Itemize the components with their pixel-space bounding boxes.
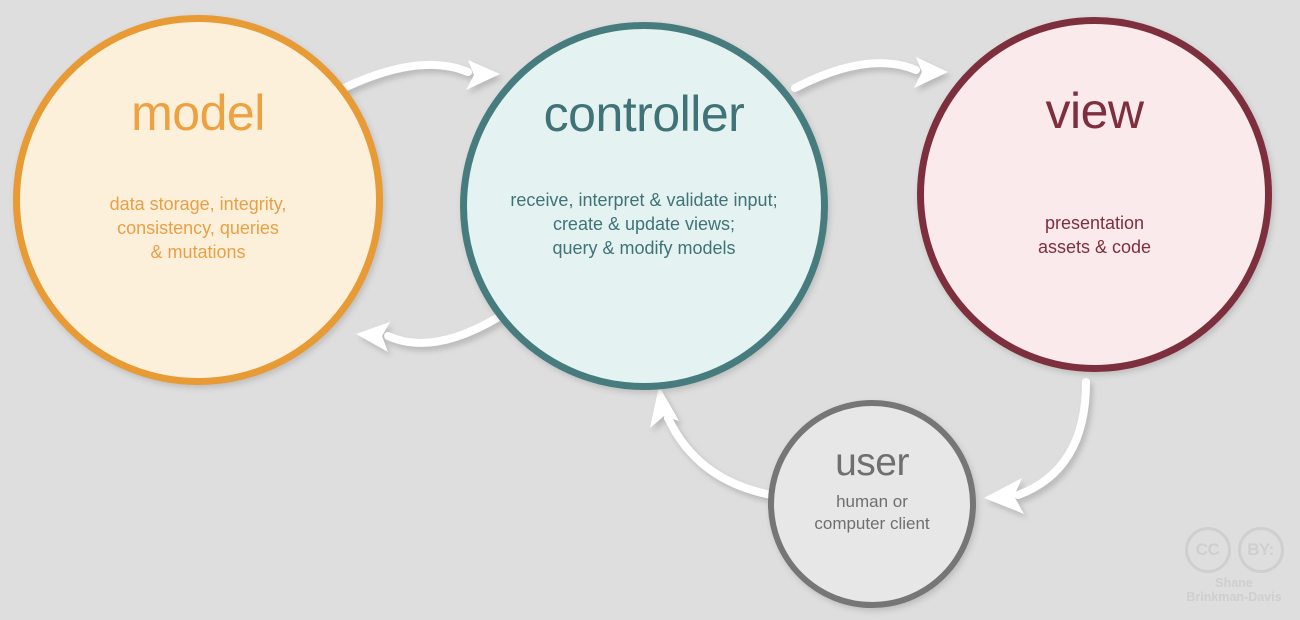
- node-controller[interactable]: controller receive, interpret & validate…: [460, 22, 828, 390]
- arrow-controller-to-model: [356, 314, 501, 352]
- node-model-description: data storage, integrity, consistency, qu…: [109, 194, 287, 262]
- arrow-view-to-user: [984, 378, 1090, 514]
- node-model-title: model: [131, 85, 265, 141]
- node-controller-title: controller: [543, 86, 745, 142]
- node-user-title: user: [835, 441, 909, 484]
- node-model[interactable]: model data storage, integrity, consisten…: [13, 15, 383, 385]
- arrow-model-to-controller: [340, 60, 500, 92]
- license-author: Shane Brinkman-Davis: [1186, 576, 1282, 605]
- node-view[interactable]: view presentation assets & code: [917, 17, 1272, 372]
- node-view-description: presentation assets & code: [1037, 213, 1152, 257]
- node-controller-description: receive, interpret & validate input; cre…: [510, 190, 778, 258]
- arrow-controller-to-view: [791, 57, 948, 92]
- creative-commons-badge: CC BY: Shane Brinkman-Davis: [1178, 527, 1290, 605]
- node-user-description: human or computer client: [814, 492, 930, 534]
- cc-marks: CC BY:: [1184, 527, 1284, 573]
- arrow-user-to-controller: [650, 386, 788, 501]
- creative-commons-icon: CC: [1184, 527, 1231, 573]
- node-view-title: view: [1045, 83, 1144, 139]
- attribution-by-icon: BY:: [1237, 527, 1284, 573]
- node-user[interactable]: user human or computer client: [768, 400, 976, 608]
